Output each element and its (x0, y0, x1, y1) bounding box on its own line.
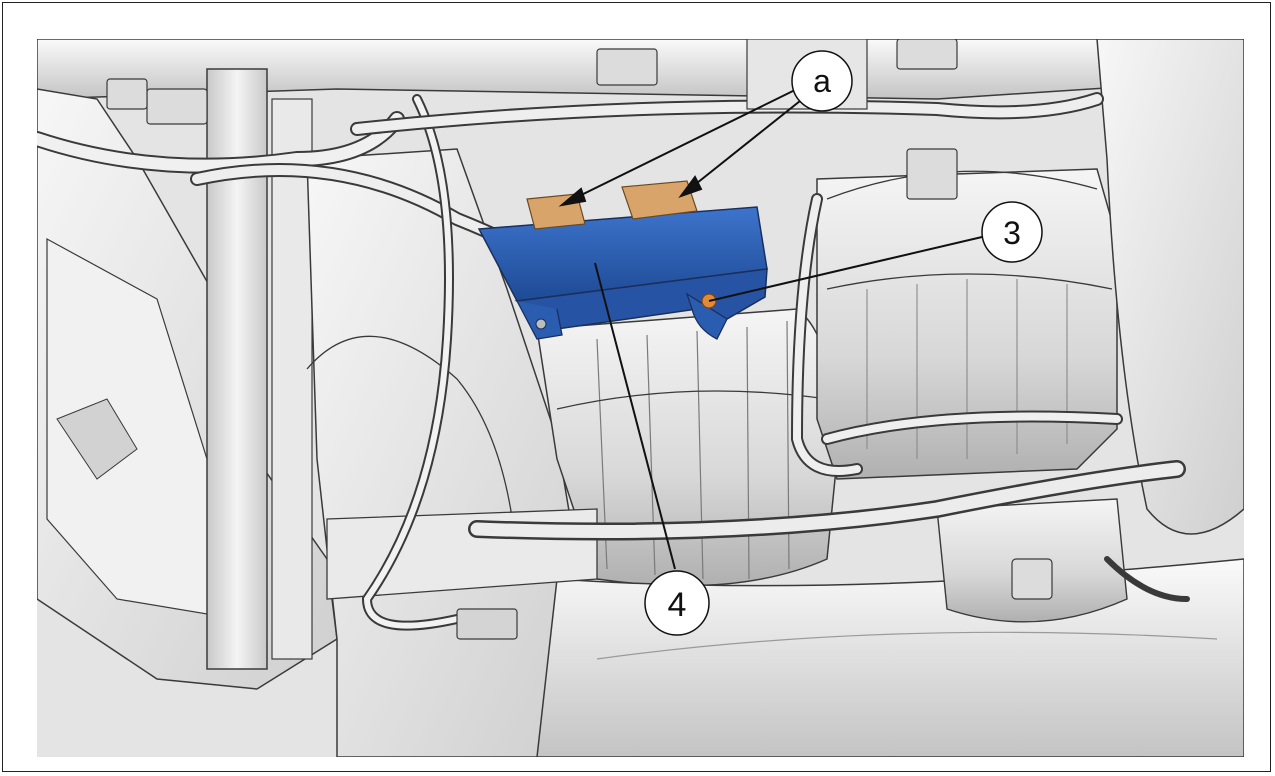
callout-a: a (791, 50, 853, 112)
lower-connector (1011, 558, 1053, 600)
callout-label-3: 3 (1003, 215, 1021, 251)
blower-ribs (596, 320, 790, 580)
duct-arc (306, 335, 518, 560)
lower-console (536, 558, 1244, 757)
hvac-ribs (866, 279, 1068, 459)
hvac-module-top (826, 170, 1098, 200)
wiring-harness (37, 92, 1190, 631)
callout-label-a: a (813, 63, 831, 99)
connector-a-right (621, 180, 698, 220)
callout-circle (644, 570, 710, 636)
leader-arrow-a-left (566, 88, 798, 203)
arrowhead-a-left (558, 187, 587, 207)
callout-circle (981, 201, 1043, 263)
callout-label-4: 4 (668, 586, 687, 624)
control-module-4 (477, 180, 768, 340)
lower-console-curve (596, 631, 1218, 660)
leader-arrow-a-right (686, 96, 806, 192)
arrowhead-a-right (678, 175, 703, 199)
callout-3: 3 (981, 201, 1043, 263)
leader-line-3 (708, 236, 983, 302)
callout-4: 4 (644, 570, 710, 636)
module-mount-hole (535, 318, 547, 330)
left-pillar-2 (271, 98, 313, 660)
hvac-band (826, 273, 1113, 290)
leader-lines (558, 88, 983, 570)
left-trim-recess (56, 398, 138, 480)
callout-circle (791, 50, 853, 112)
vehicle-interior-illustration: a 3 4 (37, 39, 1244, 757)
leader-line-4 (594, 262, 676, 570)
